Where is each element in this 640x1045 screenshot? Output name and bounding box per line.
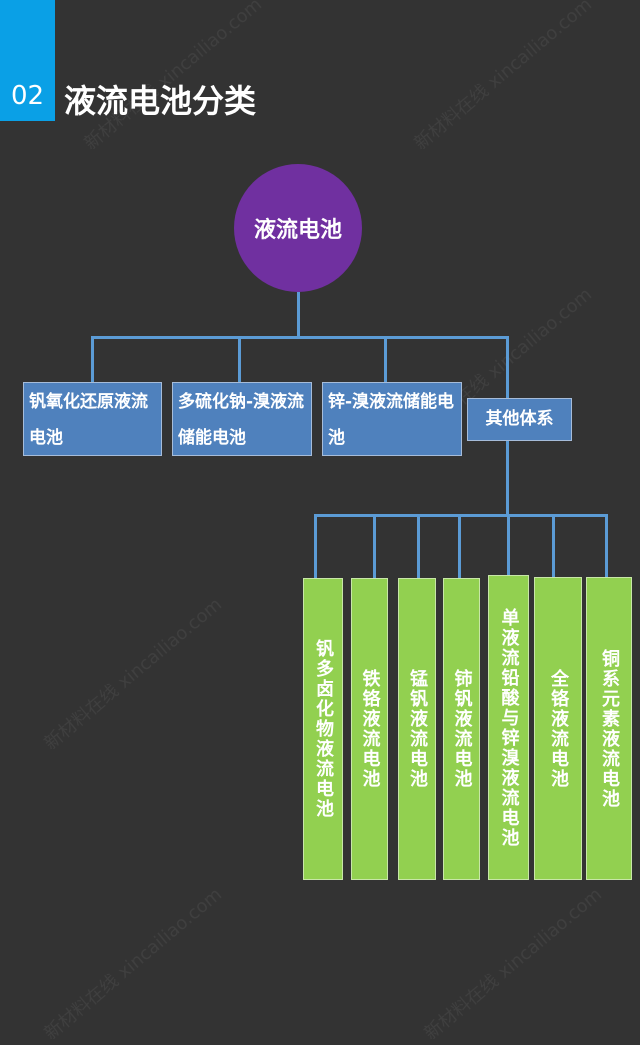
- connector-line: [91, 336, 509, 339]
- category-node: 钒氧化还原液流电池: [23, 382, 162, 456]
- subcategory-label: 铁铬液流电池: [359, 669, 381, 789]
- connector-line: [238, 336, 241, 382]
- subcategory-node: 铈钒液流电池: [443, 578, 480, 880]
- subcategory-label: 铜系元素液流电池: [599, 648, 620, 809]
- connector-line: [373, 514, 376, 578]
- connector-line: [314, 514, 608, 517]
- subcategory-label: 钒多卤化物液流电池: [313, 639, 334, 819]
- category-node: 其他体系: [467, 398, 572, 441]
- subcategory-node: 钒多卤化物液流电池: [303, 578, 343, 880]
- watermark: 新材料在线 xincailiao.com: [410, 0, 597, 155]
- root-node: 液流电池: [234, 164, 362, 292]
- connector-line: [506, 336, 509, 398]
- watermark: 新材料在线 xincailiao.com: [40, 883, 227, 1045]
- subcategory-label: 锰钒液流电池: [407, 669, 428, 789]
- page-title: 液流电池分类: [64, 82, 257, 120]
- connector-line: [417, 514, 420, 578]
- subcategory-node: 铜系元素液流电池: [586, 577, 632, 880]
- connector-line: [605, 514, 608, 578]
- connector-line: [507, 514, 510, 576]
- subcategory-node: 全铬液流电池: [534, 577, 582, 880]
- watermark: 新材料在线 xincailiao.com: [420, 883, 607, 1045]
- watermark: 新材料在线 xincailiao.com: [40, 593, 227, 755]
- connector-line: [552, 514, 555, 578]
- connector-line: [297, 292, 300, 338]
- subcategory-label: 单液流铅酸与锌溴液流电池: [498, 607, 520, 848]
- connector-line: [506, 440, 509, 516]
- category-node: 多硫化钠-溴液流储能电池: [172, 382, 312, 456]
- connector-line: [91, 336, 94, 382]
- subcategory-label: 铈钒液流电池: [451, 669, 473, 789]
- category-node: 锌-溴液流储能电池: [322, 382, 462, 456]
- subcategory-node: 铁铬液流电池: [351, 578, 388, 880]
- subcategory-node: 单液流铅酸与锌溴液流电池: [488, 575, 529, 880]
- section-number: 02: [0, 0, 55, 121]
- connector-line: [384, 336, 387, 382]
- subcategory-node: 锰钒液流电池: [398, 578, 436, 880]
- subcategory-label: 全铬液流电池: [548, 668, 569, 789]
- connector-line: [314, 514, 317, 578]
- connector-line: [458, 514, 461, 578]
